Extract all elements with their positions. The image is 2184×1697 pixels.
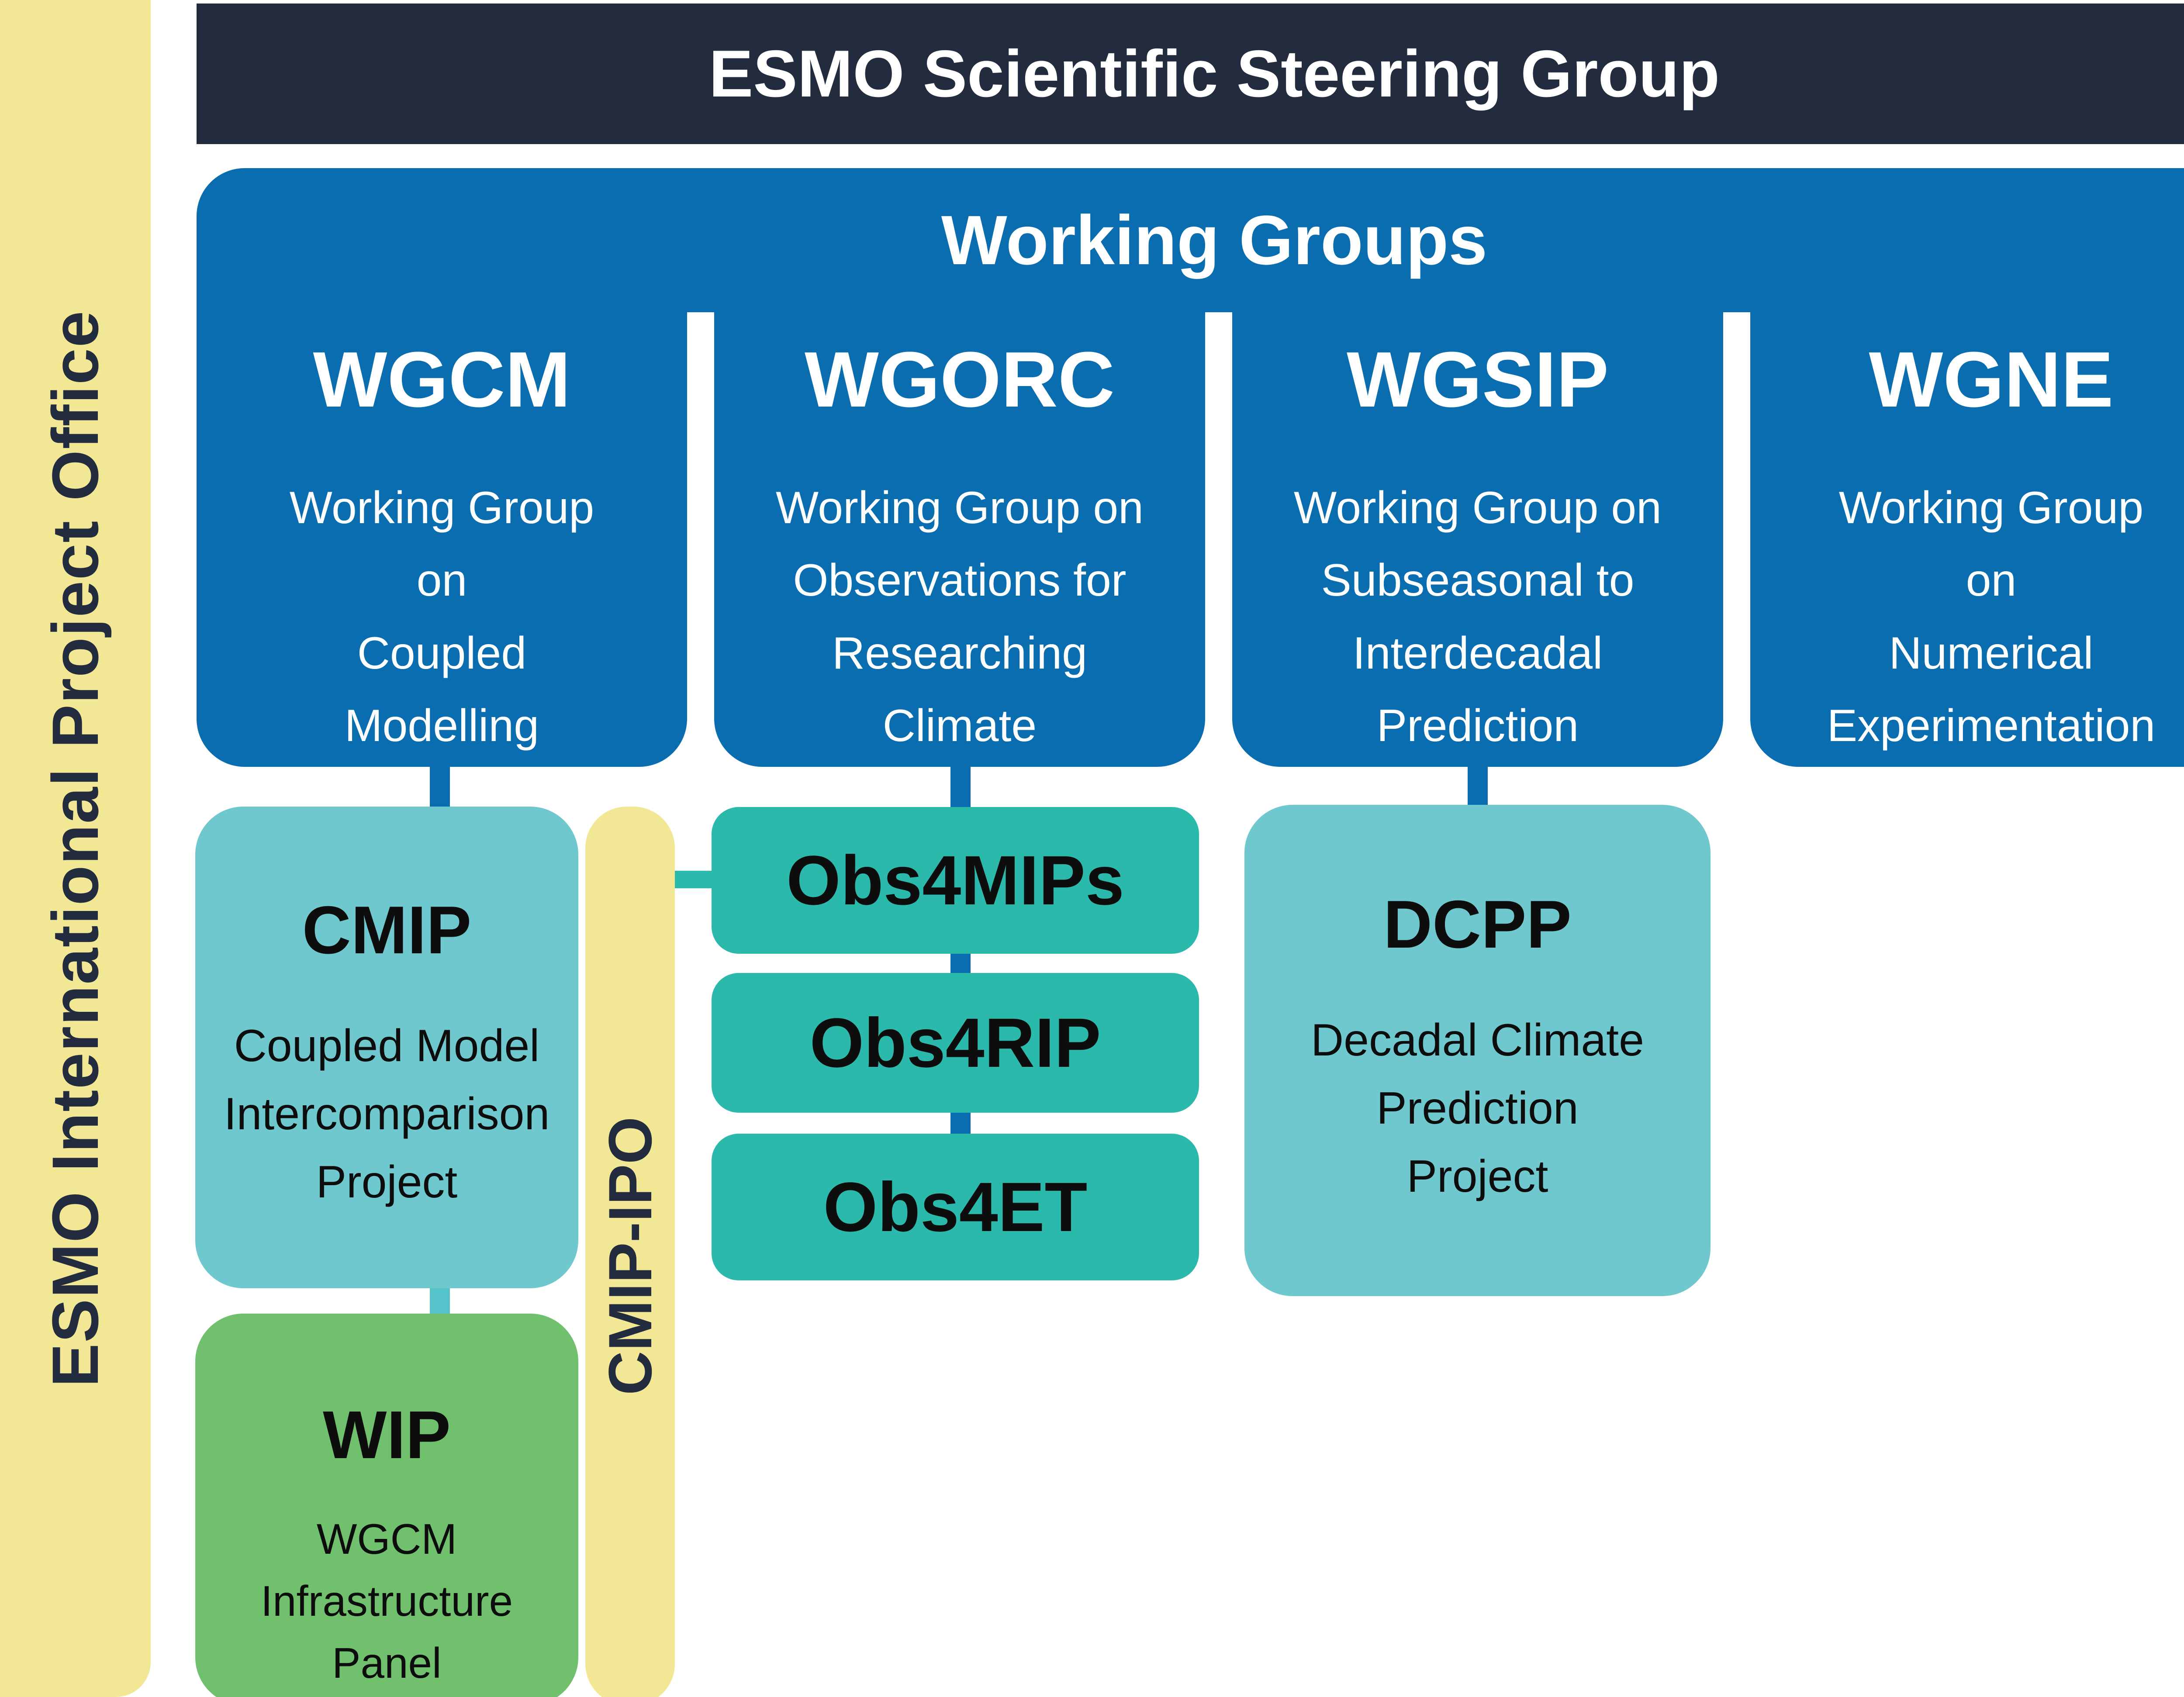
dcpp-acronym: DCPP	[1383, 886, 1572, 962]
sidebar-label: ESMO International Project Office	[38, 310, 112, 1387]
connector-obs4mips-to-obs4rip	[950, 952, 971, 975]
cmip-description: Coupled Model Intercomparison Project	[224, 1021, 550, 1207]
scientific-steering-group-header: ESMO Scientific Steering Group	[197, 3, 2184, 144]
connector-wgorc-to-obs4mips	[950, 764, 971, 809]
connector-wgcm-to-cmip	[430, 764, 450, 808]
obs4rip-box: Obs4RIP	[712, 973, 1199, 1113]
working-group-wgcm: WGCM Working Group on Coupled Modelling	[197, 306, 687, 767]
wgcm-acronym: WGCM	[313, 336, 571, 424]
connector-wgsip-to-dcpp	[1468, 764, 1488, 807]
dcpp-box: DCPP Decadal Climate Prediction Project	[1244, 805, 1711, 1296]
wgsip-acronym: WGSIP	[1346, 336, 1609, 424]
working-groups-title: Working Groups	[941, 201, 1488, 279]
wgsip-description: Working Group on Subseasonal to Interdec…	[1293, 483, 1662, 752]
working-group-wgorc: WGORC Working Group on Observations for …	[714, 306, 1205, 767]
obs4et-label: Obs4ET	[823, 1168, 1088, 1246]
wgne-acronym: WGNE	[1869, 336, 2114, 424]
wgorc-acronym: WGORC	[805, 336, 1115, 424]
obs4et-box: Obs4ET	[712, 1134, 1199, 1280]
esmo-international-project-office-bar: ESMO International Project Office	[0, 0, 151, 1697]
wgne-description: Working Group on Numerical Experimentati…	[1827, 483, 2156, 752]
wip-description: WGCM Infrastructure Panel	[260, 1515, 513, 1687]
cmip-ipo-label: CMIP-IPO	[595, 1117, 664, 1395]
working-group-wgne: WGNE Working Group on Numerical Experime…	[1750, 306, 2184, 767]
wgorc-description: Working Group on Observations for Resear…	[775, 483, 1144, 752]
wip-box: WIP WGCM Infrastructure Panel	[195, 1314, 578, 1697]
connector-obs4rip-to-obs4et	[950, 1111, 971, 1135]
cmip-ipo-bar: CMIP-IPO	[585, 807, 675, 1697]
header-title: ESMO Scientific Steering Group	[708, 36, 1720, 111]
cmip-box: CMIP Coupled Model Intercomparison Proje…	[195, 807, 578, 1288]
obs4rip-label: Obs4RIP	[809, 1004, 1101, 1082]
connector-cmipipo-to-obs4mips	[674, 871, 714, 888]
obs4mips-label: Obs4MIPs	[786, 841, 1124, 919]
connector-cmip-to-wip	[430, 1286, 450, 1315]
dcpp-description: Decadal Climate Prediction Project	[1311, 1015, 1644, 1202]
cmip-acronym: CMIP	[302, 892, 472, 968]
obs4mips-box: Obs4MIPs	[712, 807, 1199, 954]
working-group-wgsip: WGSIP Working Group on Subseasonal to In…	[1232, 306, 1723, 767]
wip-acronym: WIP	[323, 1397, 451, 1473]
wgcm-description: Working Group on Coupled Modelling	[289, 483, 594, 752]
working-groups-band: Working Groups	[197, 168, 2184, 312]
